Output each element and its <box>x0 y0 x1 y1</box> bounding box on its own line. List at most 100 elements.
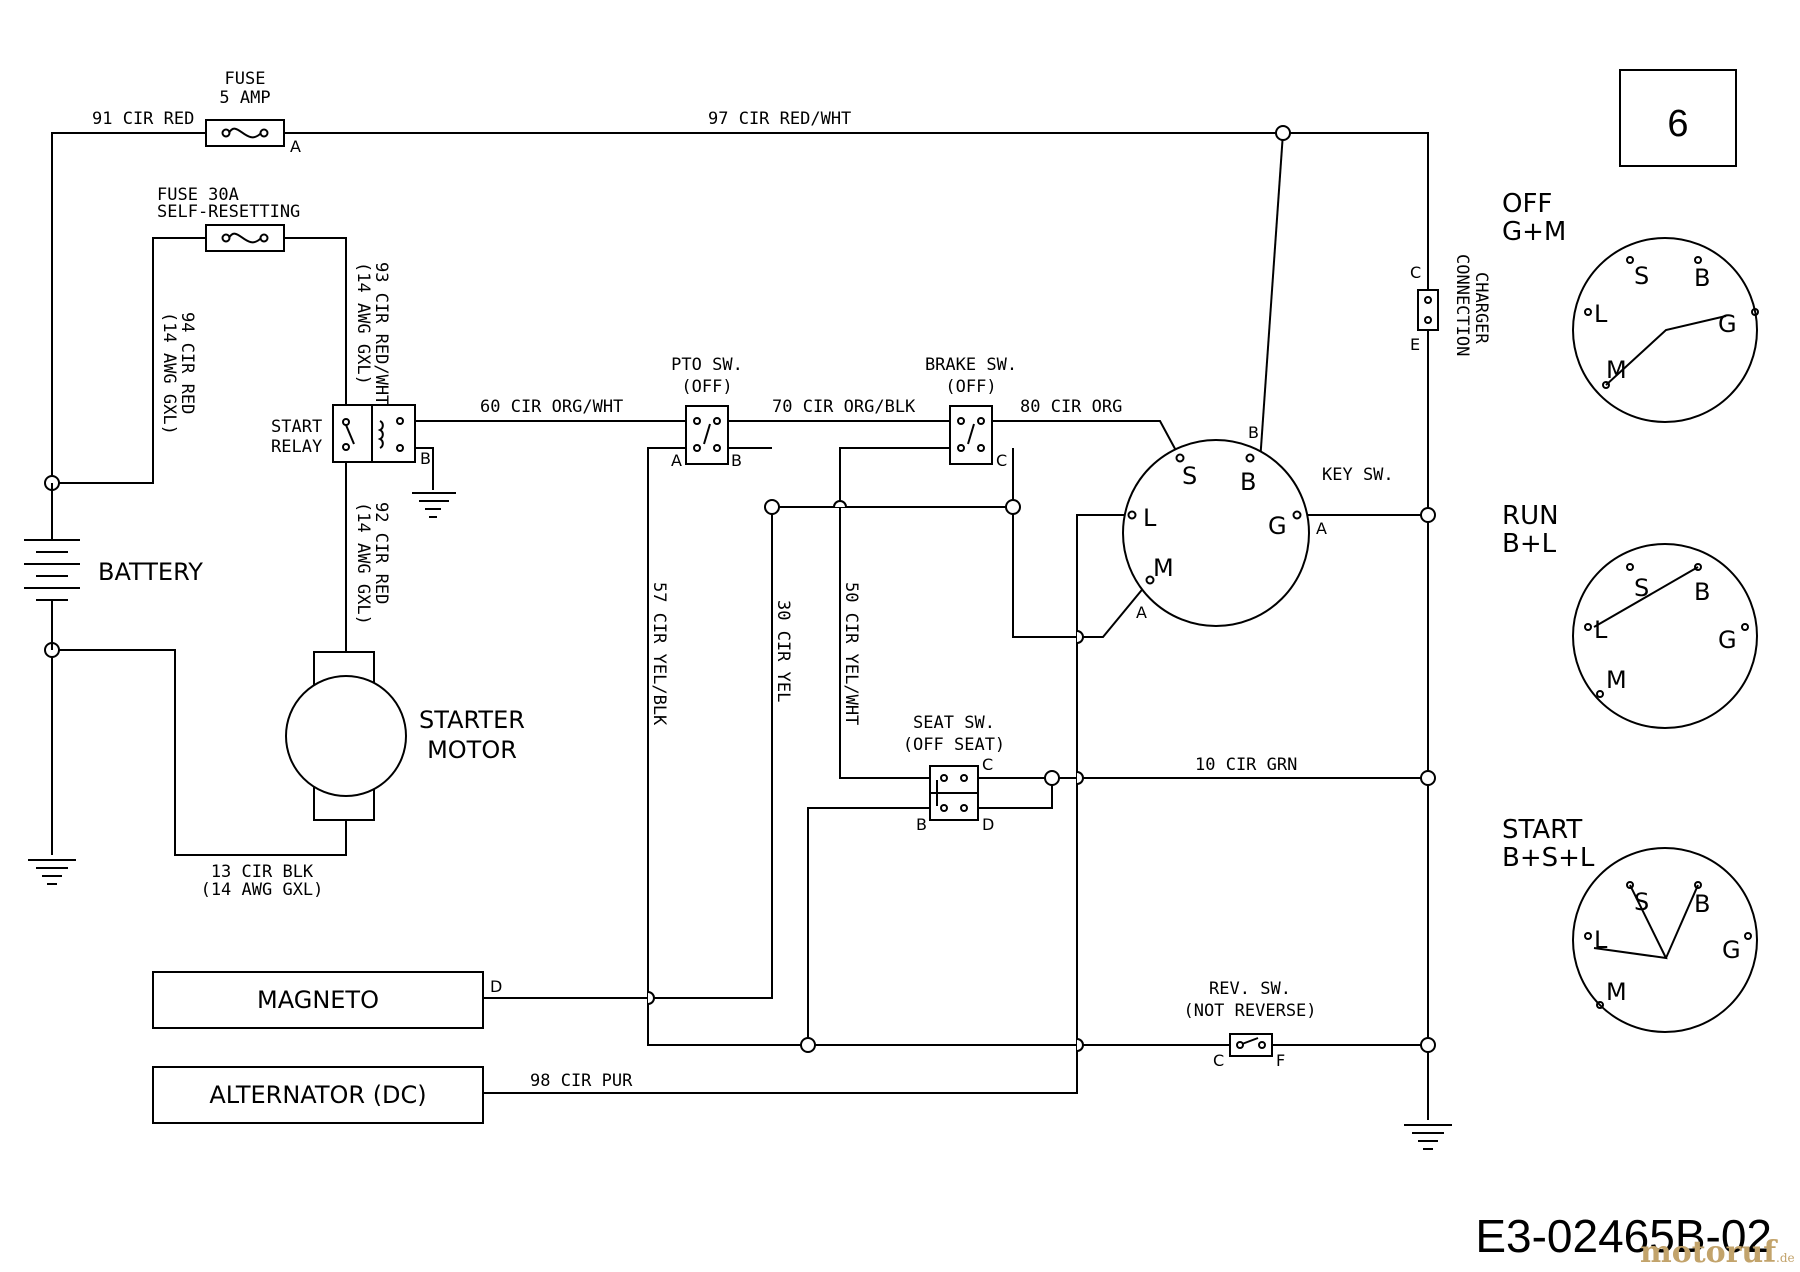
key-terminal-m: M <box>1153 554 1174 582</box>
magneto-pin-d: D <box>490 977 502 996</box>
pto-label-2: (OFF) <box>681 377 732 397</box>
wire-10-label: 10 CIR GRN <box>1195 755 1297 775</box>
fuse1-pin: A <box>290 137 301 156</box>
key-l-bus-wire <box>484 514 1132 1094</box>
wire-30 <box>648 447 773 999</box>
key-dial-run <box>1572 543 1758 729</box>
dial-start-m: M <box>1606 978 1627 1006</box>
seat-pin-c: C <box>982 755 993 774</box>
rev-label-2: (NOT REVERSE) <box>1183 1001 1316 1021</box>
wire-97 <box>284 132 1429 463</box>
brake-label-2: (OFF) <box>945 377 996 397</box>
charger-connection <box>1417 289 1439 331</box>
wire-80 <box>992 420 1181 459</box>
key-switch <box>1122 439 1310 627</box>
fuse1-rating: 5 AMP <box>219 88 270 108</box>
charger-label-1: CHARGER <box>1471 272 1491 344</box>
dial-start-l: L <box>1594 926 1608 954</box>
fuse2-title: FUSE 30A <box>157 185 239 205</box>
starter-motor <box>285 651 407 821</box>
dial-off-m: M <box>1606 356 1627 384</box>
watermark-suffix: .de <box>1776 1251 1795 1265</box>
dial-off-s: S <box>1634 262 1649 290</box>
wire-60-label: 60 CIR ORG/WHT <box>480 397 623 417</box>
brake-label-1: BRAKE SW. <box>925 355 1017 375</box>
wire-50-label: 50 CIR YEL/WHT <box>841 582 861 725</box>
relay-label-2: RELAY <box>271 437 322 457</box>
page-number-box <box>1619 69 1737 167</box>
starter-label-2: MOTOR <box>427 736 517 764</box>
wire-57-label: 57 CIR YEL/BLK <box>649 582 669 726</box>
pto-switch <box>685 405 729 465</box>
key-dial-off <box>1572 237 1759 423</box>
key-terminal-l: L <box>1143 504 1157 532</box>
wire-91-label: 91 CIR RED <box>92 109 194 129</box>
rev-pin-c: C <box>1213 1051 1224 1070</box>
wire-92-label-1: 92 CIR RED <box>371 502 391 604</box>
crossover-marks <box>647 500 1084 1052</box>
relay-ground-wire <box>412 447 434 490</box>
rev-switch <box>1229 1033 1273 1057</box>
position-off-mode: OFF <box>1502 189 1552 219</box>
position-start-mode: START <box>1502 815 1582 845</box>
brake-to-key-m-wire <box>772 448 1151 638</box>
rev-label-1: REV. SW. <box>1209 979 1291 999</box>
battery-symbol <box>24 483 80 650</box>
wire-57 <box>647 447 1240 1046</box>
wire-93-label-1: 93 CIR RED/WHT <box>371 262 391 405</box>
wire-13-label-1: 13 CIR BLK <box>211 862 314 882</box>
starter-label-1: STARTER <box>419 706 525 734</box>
dial-run-l: L <box>1594 616 1608 644</box>
pto-label-1: PTO SW. <box>671 355 743 375</box>
labels: FUSE 5 AMP A FUSE 30A SELF-RESETTING 91 … <box>92 69 1795 1270</box>
dial-run-g: G <box>1718 626 1737 654</box>
brake-switch <box>949 405 993 465</box>
wire-93 <box>284 237 347 405</box>
seat-label-1: SEAT SW. <box>913 713 995 733</box>
wire-13-label-2: (14 AWG GXL) <box>201 880 324 900</box>
wire-98-label: 98 CIR PUR <box>530 1071 633 1091</box>
wire-93-label-2: (14 AWG GXL) <box>353 262 373 385</box>
dial-off-g: G <box>1718 310 1737 338</box>
charger-label-2: CONNECTION <box>1452 254 1472 356</box>
alternator-label: ALTERNATOR (DC) <box>209 1081 426 1109</box>
relay-pin-b: B <box>420 449 431 468</box>
ground-symbol-battery <box>28 859 76 885</box>
wire-80-label: 80 CIR ORG <box>1020 397 1122 417</box>
dial-run-b: B <box>1694 578 1710 606</box>
key-pin-a-m: A <box>1136 603 1147 622</box>
pto-pin-a: A <box>671 451 682 470</box>
page-number: 6 <box>1667 103 1688 145</box>
magneto-box <box>152 971 484 1029</box>
key-pin-a-g: A <box>1316 519 1327 538</box>
wire-70-label: 70 CIR ORG/BLK <box>772 397 916 417</box>
ground-symbol-relay <box>412 492 456 518</box>
key-pin-b: B <box>1248 423 1259 442</box>
fuse2-subtitle: SELF-RESETTING <box>157 202 300 222</box>
wire-50 <box>839 447 950 779</box>
wire-30-label: 30 CIR YEL <box>773 600 793 702</box>
seat-switch <box>929 765 979 821</box>
seat-pin-d: D <box>982 815 994 834</box>
fuse1-title: FUSE <box>225 69 266 89</box>
wire-91 <box>51 132 206 483</box>
dial-start-b: B <box>1694 890 1710 918</box>
fuse-5a <box>205 119 285 147</box>
fuse-30a <box>205 224 285 252</box>
dial-off-l: L <box>1594 300 1608 328</box>
key-switch-title: KEY SW. <box>1322 465 1394 485</box>
start-relay <box>332 404 416 463</box>
dial-start-g: G <box>1722 936 1741 964</box>
dial-off-b: B <box>1694 264 1710 292</box>
key-terminal-s: S <box>1182 462 1197 490</box>
brake-pin-c: C <box>996 451 1007 470</box>
wire-94-label-2: (14 AWG GXL) <box>159 312 179 435</box>
wire-10 <box>976 777 1428 809</box>
position-run-mode: RUN <box>1502 501 1559 531</box>
wire-13 <box>52 649 347 856</box>
watermark-brand: motoruf <box>1640 1235 1778 1270</box>
position-off-contacts: G+M <box>1502 217 1566 247</box>
seat-lower-wire <box>807 807 930 1045</box>
wire-94-label-1: 94 CIR RED <box>177 312 197 414</box>
